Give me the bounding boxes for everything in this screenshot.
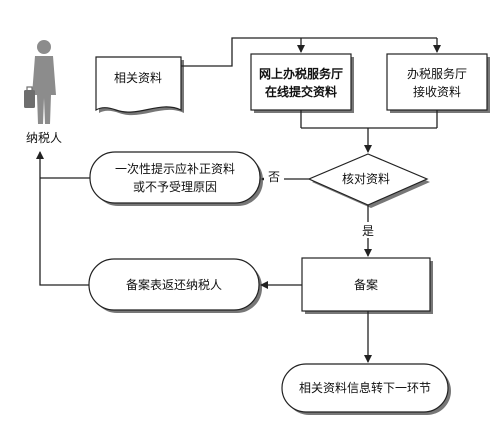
transfer-label: 相关资料信息转下一环节 xyxy=(299,380,431,395)
transfer-node xyxy=(281,363,451,415)
correction-notice-line1: 一次性提示应补正资料 xyxy=(115,161,235,176)
correction-notice-node xyxy=(89,151,263,206)
yes-branch-label: 是 xyxy=(362,224,374,238)
online-submit-node xyxy=(250,53,354,113)
documents-node xyxy=(95,56,184,116)
online-submit-line1: 网上办税服务厅 xyxy=(259,66,343,81)
person-with-briefcase-icon xyxy=(24,40,56,124)
filing-label: 备案 xyxy=(354,277,378,292)
documents-to-branch-connector xyxy=(181,37,437,67)
counter-receive-line2: 接收资料 xyxy=(413,84,461,99)
return-form-label: 备案表返还纳税人 xyxy=(126,277,222,292)
counter-receive-node xyxy=(386,53,490,113)
documents-label: 相关资料 xyxy=(114,71,162,85)
verify-label: 核对资料 xyxy=(342,172,390,186)
no-label-background xyxy=(264,168,284,184)
online-submit-line2: 在线提交资料 xyxy=(265,84,337,99)
return-form-node xyxy=(88,258,262,313)
no-branch-label: 否 xyxy=(268,170,280,184)
yes-label-background xyxy=(358,222,378,238)
taxpayer-label: 纳税人 xyxy=(26,131,62,145)
return-to-taxpayer-arrow xyxy=(36,151,89,286)
merge-connector xyxy=(300,110,438,129)
counter-receive-line1: 办税服务厅 xyxy=(407,66,467,81)
correction-notice-line2: 或不予受理原因 xyxy=(133,180,217,194)
filing-node xyxy=(301,257,433,314)
